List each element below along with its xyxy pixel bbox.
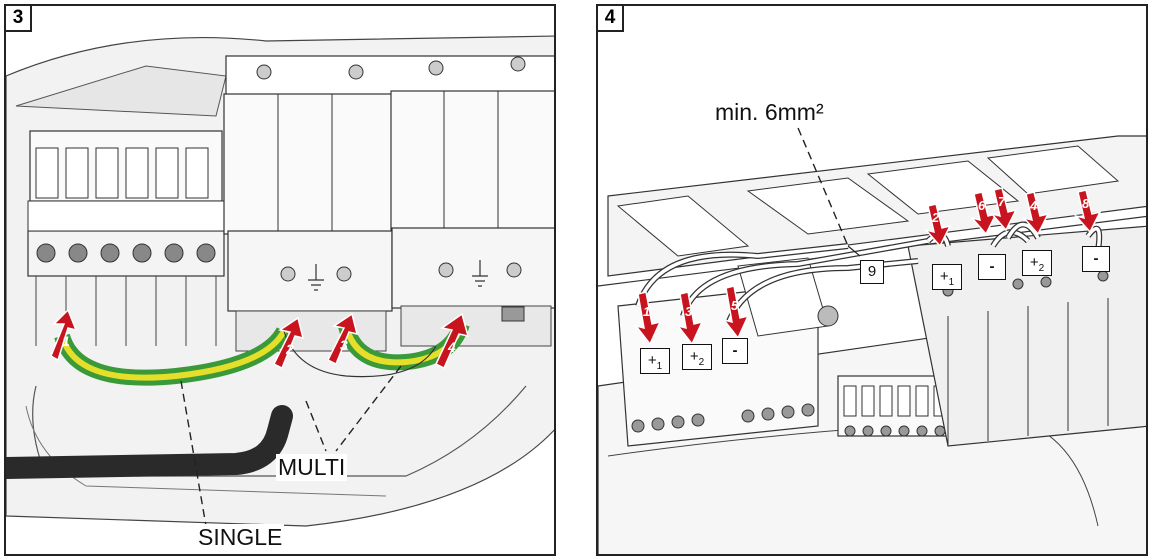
arrow-1-label: 1 xyxy=(643,304,650,319)
terminal-plus1-right: +1 xyxy=(932,264,962,290)
black-cable xyxy=(6,405,293,479)
arrow-3: 3 xyxy=(676,291,704,346)
terminal-minus-left: - xyxy=(722,338,748,364)
label-9: 9 xyxy=(860,260,884,284)
figure-4-panel: 4 xyxy=(596,4,1148,556)
arrow-4: 4 xyxy=(435,312,470,370)
terminal-block-left xyxy=(27,130,225,346)
figure-number: 3 xyxy=(6,6,32,32)
arrow-1: 1 xyxy=(50,308,78,362)
arrow-4: 4 xyxy=(1021,191,1050,236)
arrow-8: 8 xyxy=(1073,189,1102,234)
arrow-4-label: 4 xyxy=(1029,198,1038,213)
label-multi: MULTI xyxy=(276,454,348,481)
surge-protection-modules xyxy=(223,55,554,352)
terminal-minus-right: - xyxy=(1082,246,1110,272)
label-min-cross-section: min. 6mm² xyxy=(713,99,826,126)
arrow-8-label: 8 xyxy=(1082,196,1090,211)
figure-3-illustration: 1 2 3 4 xyxy=(6,35,554,527)
terminal-plus1-left: +1 xyxy=(640,348,670,374)
arrow-2-label: 2 xyxy=(931,210,940,225)
arrow-1: 1 xyxy=(634,291,662,346)
leader-lines xyxy=(180,365,402,527)
terminal-block-middle xyxy=(837,375,949,437)
arrow-5: 5 xyxy=(722,285,750,340)
figure-3-panel: 3 xyxy=(4,4,556,556)
arrow-7: 7 xyxy=(989,187,1018,232)
terminal-plus2-right: +2 xyxy=(1022,250,1052,276)
arrow-6-label: 6 xyxy=(978,198,986,213)
terminal-plus2-left: +2 xyxy=(682,344,712,370)
surge-modules-right xyxy=(907,225,1146,447)
leader-line-min xyxy=(792,115,849,247)
arrow-2: 2 xyxy=(923,203,952,248)
arrow-4-label: 4 xyxy=(447,339,456,355)
arrow-7-label: 7 xyxy=(998,194,1006,209)
terminal-minus-mid: - xyxy=(978,254,1006,280)
label-single: SINGLE xyxy=(196,524,285,551)
arrow-1-label: 1 xyxy=(62,333,70,349)
arrow-6: 6 xyxy=(969,191,998,236)
figure-number: 4 xyxy=(598,6,624,32)
arrow-2: 2 xyxy=(272,316,305,370)
arrow-3-label: 3 xyxy=(685,304,693,319)
arrow-5-label: 5 xyxy=(731,298,739,313)
arrow-3-label: 3 xyxy=(340,337,348,353)
arrow-3: 3 xyxy=(326,312,359,366)
arrow-2-label: 2 xyxy=(285,341,294,357)
inverter-terminals-left xyxy=(617,257,839,447)
figure-4-illustration: 1 3 5 2 6 7 4 8 xyxy=(598,115,1146,554)
